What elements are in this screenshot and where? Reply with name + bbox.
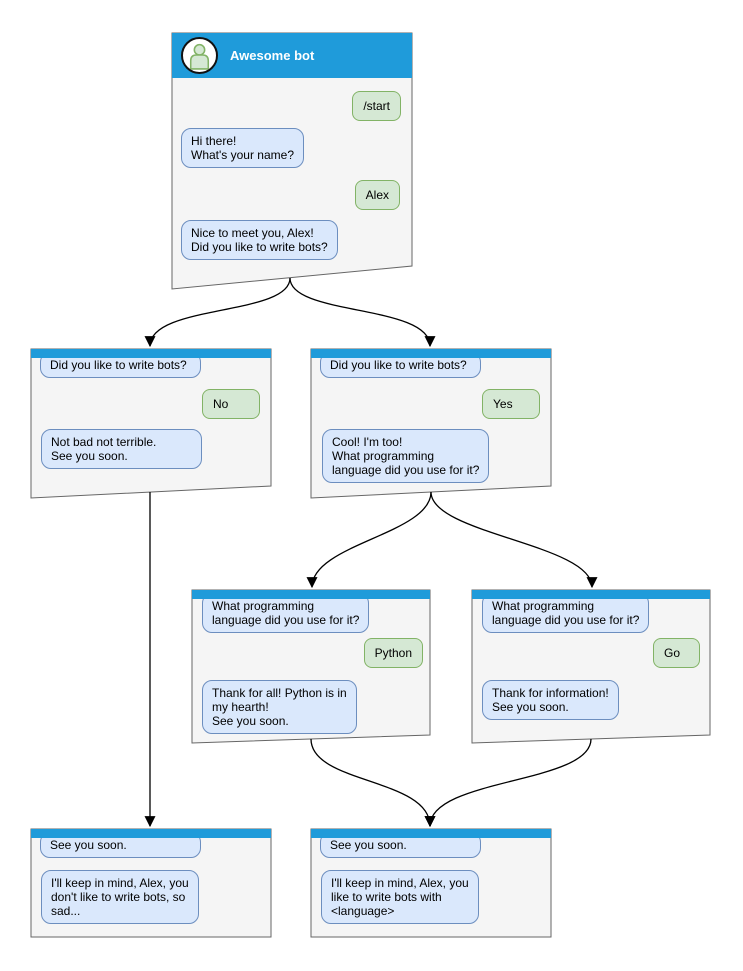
chat-window-lang-python: What programming language did you use fo… bbox=[192, 590, 430, 743]
bot-message-bubble: What programming language did you use fo… bbox=[202, 593, 370, 633]
chat-window-branch-yes: Did you like to write bots? Yes Cool! I'… bbox=[311, 349, 551, 498]
user-message-bubble: No bbox=[202, 389, 260, 419]
bot-message-bubble: Cool! I'm too! What programming language… bbox=[322, 429, 490, 483]
bot-message-bubble: I'll keep in mind, Alex, you don't like … bbox=[41, 870, 199, 924]
bot-message-bubble: What programming language did you use fo… bbox=[482, 593, 650, 633]
user-message-bubble: Yes bbox=[482, 389, 540, 419]
connector-go-to-end bbox=[424, 738, 592, 828]
chat-window-root: Awesome bot /start Hi there! What's your… bbox=[172, 33, 412, 289]
chat-window-lang-go: What programming language did you use fo… bbox=[472, 590, 710, 743]
titlebar bbox=[472, 590, 710, 599]
user-message-bubble: /start bbox=[352, 91, 401, 121]
user-avatar-icon bbox=[181, 37, 218, 74]
bot-message-bubble: Not bad not terrible. See you soon. bbox=[41, 429, 202, 469]
titlebar bbox=[311, 829, 551, 838]
bot-message-bubble: I'll keep in mind, Alex, you like to wri… bbox=[321, 870, 479, 924]
user-message-bubble: Go bbox=[653, 638, 700, 668]
bot-message-bubble: Nice to meet you, Alex! Did you like to … bbox=[181, 220, 338, 260]
connector-yes-to-python bbox=[306, 491, 432, 589]
chat-window-end-no: See you soon. I'll keep in mind, Alex, y… bbox=[31, 829, 271, 937]
user-message-bubble: Python bbox=[363, 638, 423, 668]
root-titlebar: Awesome bot bbox=[172, 33, 412, 78]
connector-yes-to-go bbox=[430, 491, 598, 589]
connector-python-to-end bbox=[310, 738, 436, 828]
bot-message-bubble: Hi there! What's your name? bbox=[181, 128, 305, 168]
user-message-bubble: Alex bbox=[354, 180, 400, 210]
chat-window-end-yes: See you soon. I'll keep in mind, Alex, y… bbox=[311, 829, 551, 937]
titlebar bbox=[311, 349, 551, 358]
bot-message-bubble: Thank for information! See you soon. bbox=[482, 680, 619, 720]
chat-window-branch-no: Did you like to write bots? No Not bad n… bbox=[31, 349, 271, 498]
titlebar bbox=[192, 590, 430, 599]
titlebar bbox=[31, 829, 271, 838]
bot-message-bubble: Thank for all! Python is in my hearth! S… bbox=[202, 680, 357, 734]
bot-title: Awesome bot bbox=[230, 48, 315, 63]
titlebar bbox=[31, 349, 271, 358]
